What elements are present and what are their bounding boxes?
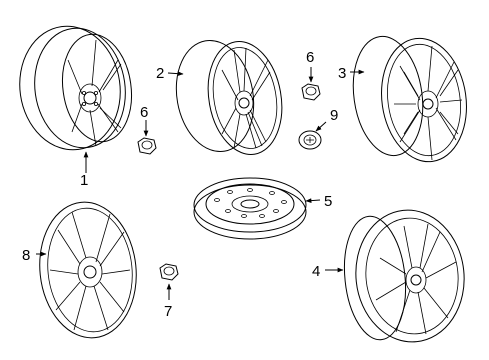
- callout-4: 4: [312, 263, 320, 280]
- leader-lines: [36, 67, 365, 300]
- wheel-3-icon: [352, 35, 467, 163]
- wheel-2-icon: [175, 39, 283, 155]
- center-cap-9-icon: [298, 130, 322, 150]
- wheel-cover-8-icon: [39, 201, 137, 339]
- wheel-1-icon: [19, 25, 132, 151]
- callout-8: 8: [22, 247, 30, 264]
- callout-2: 2: [156, 65, 164, 82]
- lug-nut-7-icon: [159, 263, 179, 281]
- callout-3: 3: [338, 65, 346, 82]
- callout-5: 5: [324, 193, 332, 210]
- callout-9: 9: [330, 107, 338, 124]
- wheel-4-icon: [343, 209, 465, 343]
- callout-1: 1: [80, 172, 88, 189]
- lug-nut-6-right-icon: [301, 83, 321, 101]
- callout-7: 7: [164, 303, 172, 320]
- lug-nut-6-left-icon: [137, 137, 157, 155]
- callout-6-left: 6: [140, 104, 148, 121]
- spare-wheel-5-icon: [193, 177, 307, 240]
- callout-6-right: 6: [306, 49, 314, 66]
